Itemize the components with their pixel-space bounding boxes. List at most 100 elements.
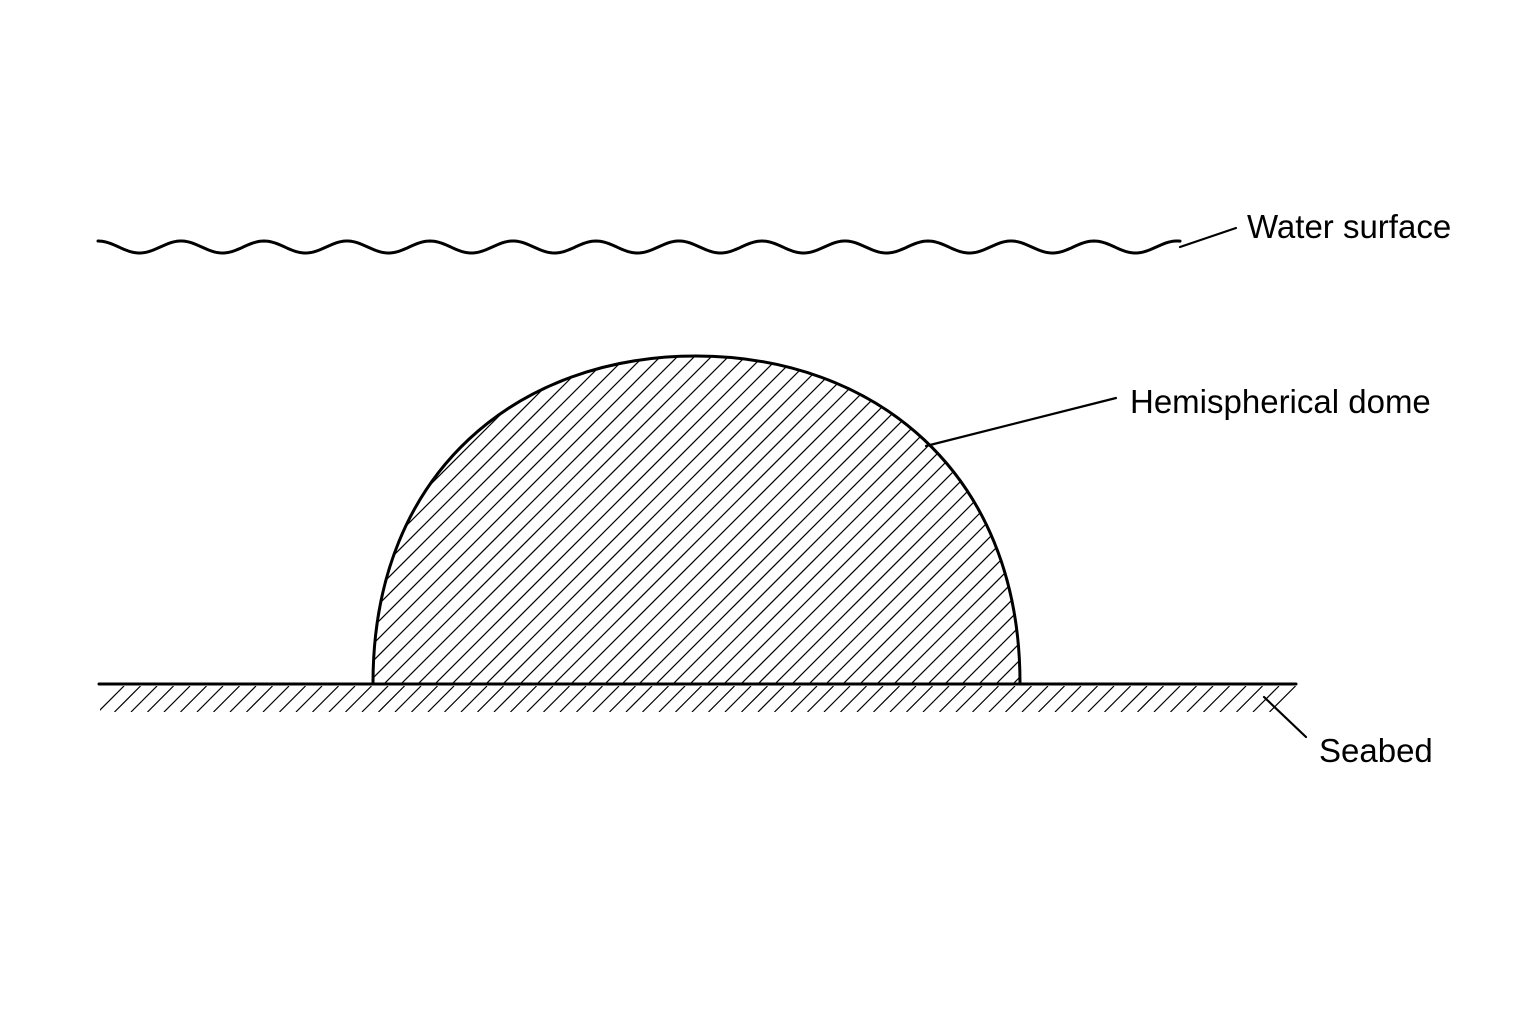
dome-hatch-line xyxy=(653,356,1020,683)
seabed-hatch-line xyxy=(625,686,653,712)
seabed-hatch-line xyxy=(279,686,306,712)
dome-hatch-line xyxy=(373,356,477,683)
dome-leader xyxy=(924,396,1118,448)
dome-hatch-line xyxy=(721,356,1020,683)
seabed-hatch-line xyxy=(741,686,768,712)
seabed-hatch-line xyxy=(592,686,620,712)
seabed-hatch-line xyxy=(856,686,884,712)
dome-hatch-line xyxy=(789,356,1020,683)
dome-hatch-line xyxy=(373,356,545,683)
dome-hatch-line xyxy=(534,356,936,683)
seabed-hatch-line xyxy=(1104,686,1131,712)
water-surface-label: Water surface xyxy=(1247,208,1451,245)
dome-hatch-line xyxy=(373,356,698,683)
seabed-hatch-line xyxy=(1087,686,1115,712)
dome-hatch-line xyxy=(373,356,664,683)
dome-hatch-line xyxy=(687,356,1020,683)
dome-hatch-line xyxy=(373,356,596,683)
dome-hatch-line xyxy=(466,356,868,683)
seabed-hatch-line xyxy=(840,686,867,712)
dome-hatch-line xyxy=(432,356,834,683)
seabed-hatch-line xyxy=(1203,686,1230,712)
seabed-hatch-line xyxy=(526,686,554,712)
dome-hatch-line xyxy=(0,320,357,720)
dome-hatch-line xyxy=(551,356,953,683)
dome-hatch-line xyxy=(373,356,579,683)
dome-hatch-line xyxy=(891,356,1020,683)
seabed-label: Seabed xyxy=(1319,732,1433,769)
seabed-hatch-line xyxy=(1269,686,1296,712)
seabed-hatch-line xyxy=(493,686,521,712)
seabed-hatch-line xyxy=(922,686,950,712)
seabed-hatch-line xyxy=(411,686,438,712)
dome-hatch-line xyxy=(636,356,1020,683)
dome-label: Hemispherical dome xyxy=(1130,383,1431,420)
dome-hatch-line xyxy=(738,356,1020,683)
seabed-hatch-line xyxy=(460,686,488,712)
dome-hatch-line xyxy=(373,356,562,683)
dome-hatching xyxy=(0,320,1020,720)
seabed-hatch-line xyxy=(1153,686,1181,712)
dome-hatch-line xyxy=(976,356,1020,683)
seabed-hatch-line xyxy=(114,686,141,712)
dome-hatch-line xyxy=(373,356,375,683)
seabed-hatch-line xyxy=(477,686,504,712)
seabed-hatch-line xyxy=(147,686,174,712)
seabed-hatch-line xyxy=(955,686,983,712)
seabed-hatch-line xyxy=(163,686,191,712)
seabed-hatch-line xyxy=(576,686,603,712)
seabed-hatch-line xyxy=(1038,686,1065,712)
hemispherical-dome xyxy=(371,354,1022,685)
dome-hatch-line xyxy=(517,356,919,683)
dome-hatch-line xyxy=(942,356,1020,683)
seabed-hatch-line xyxy=(262,686,290,712)
seabed-hatch-line xyxy=(642,686,669,712)
dome-hatch-line xyxy=(908,356,1020,683)
seabed-hatch-line xyxy=(1005,686,1032,712)
seabed-hatch-line xyxy=(939,686,966,712)
dome-hatch-line xyxy=(381,356,783,683)
seabed-hatch-line xyxy=(378,686,405,712)
dome-hatch-line xyxy=(373,356,443,683)
seabed-hatch-line xyxy=(1137,686,1164,712)
seabed-hatch-line xyxy=(559,686,587,712)
dome-hatch-line xyxy=(806,356,1020,683)
dome-hatch-line xyxy=(373,356,766,683)
seabed-hatch-line xyxy=(906,686,933,712)
seabed-hatch-line xyxy=(1219,686,1247,712)
seabed-leader xyxy=(1262,695,1308,739)
seabed-hatch-line xyxy=(1054,686,1082,712)
seabed-hatch-line xyxy=(229,686,257,712)
dome-hatch-line xyxy=(568,356,970,683)
dome-hatch-line xyxy=(704,356,1020,683)
water-surface-leader xyxy=(1178,226,1238,249)
seabed-hatch-line xyxy=(1170,686,1197,712)
dome-hatch-line xyxy=(373,356,460,683)
seabed-hatch-line xyxy=(658,686,686,712)
dome-hatch-line xyxy=(373,356,681,683)
seabed-hatch-line xyxy=(988,686,1016,712)
seabed-hatch-line xyxy=(1120,686,1148,712)
seabed-hatch-line xyxy=(873,686,900,712)
dome-hatch-line xyxy=(0,320,340,720)
dome-hatch-line xyxy=(373,356,511,683)
seabed-hatch-line xyxy=(1236,686,1263,712)
seabed-hatch-line xyxy=(427,686,455,712)
dome-hatch-line xyxy=(373,356,494,683)
dome-hatch-line xyxy=(373,356,749,683)
dome-hatch-line xyxy=(373,356,528,683)
seabed-hatch-line xyxy=(328,686,356,712)
dome-hatch-line xyxy=(772,356,1020,683)
dome-hatch-line xyxy=(500,356,902,683)
seabed-hatch-line xyxy=(972,686,999,712)
dome-hatch-line xyxy=(373,356,647,683)
dome-hatch-line xyxy=(483,356,885,683)
seabed-hatch-line xyxy=(394,686,422,712)
seabed-hatch-line xyxy=(807,686,834,712)
dome-hatch-line xyxy=(925,356,1020,683)
seabed-hatch-line xyxy=(295,686,323,712)
water-surface-line xyxy=(96,239,1182,255)
seabed-hatch-line xyxy=(345,686,372,712)
dome-hatch-line xyxy=(602,356,1004,683)
